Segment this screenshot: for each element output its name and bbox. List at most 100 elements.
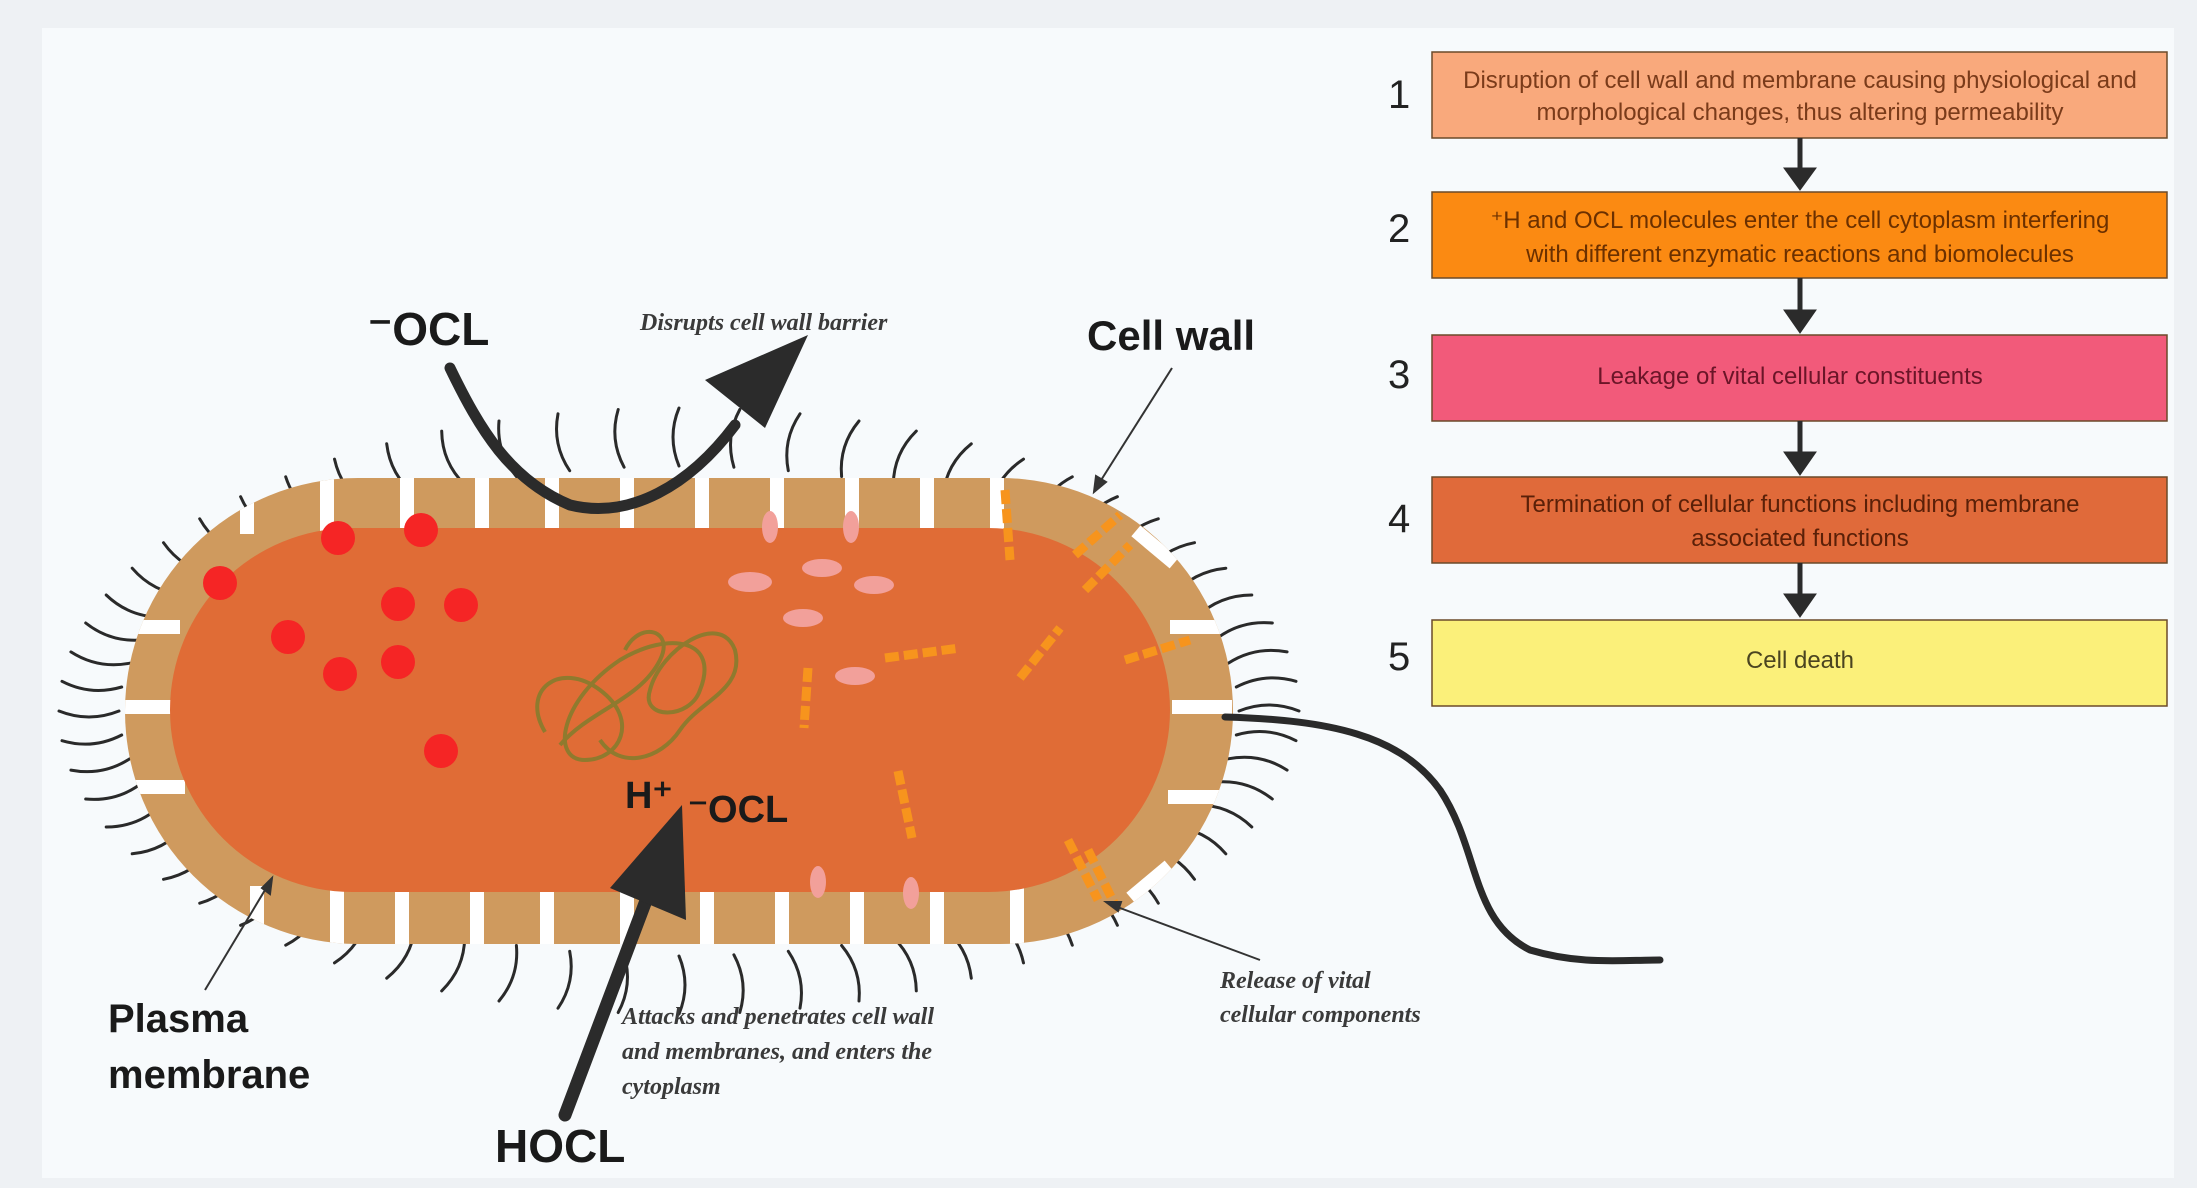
wall-pore-bottom: [470, 886, 484, 950]
wall-pore-right: [1170, 620, 1230, 634]
pilus: [1215, 623, 1272, 640]
step-3-text: Leakage of vital cellular constituents: [1597, 363, 1983, 390]
wall-pore-bottom: [700, 886, 714, 950]
red-molecule: [444, 588, 478, 622]
pilus: [1239, 705, 1299, 711]
pilus: [787, 414, 800, 471]
wall-pore-bottom: [395, 886, 409, 950]
ocl-curved-arrow-head: [705, 335, 808, 428]
pilus: [557, 414, 570, 471]
attacks-annotation-line2: and membranes, and enters the: [622, 1039, 932, 1065]
red-molecule: [323, 657, 357, 691]
pilus: [893, 431, 916, 485]
orange-rod: [804, 668, 808, 728]
wall-pore-top: [920, 470, 934, 534]
wall-pore-bottom: [850, 886, 864, 950]
wall-pore-right: [1172, 700, 1232, 714]
pilus: [86, 782, 143, 799]
flagellum: [1225, 717, 1660, 961]
pilus: [615, 410, 624, 468]
vesicle: [783, 609, 823, 627]
wall-pore-bottom: [930, 886, 944, 950]
red-molecule: [381, 587, 415, 621]
pilus: [1215, 782, 1272, 799]
disrupts-annotation: Disrupts cell wall barrier: [639, 310, 888, 336]
red-molecule: [404, 513, 438, 547]
step-2-text-line2: with different enzymatic reactions and b…: [1525, 241, 2074, 268]
ocl-inner-label: ⁻OCL: [688, 789, 788, 831]
attacks-annotation-line1: Attacks and penetrates cell wall: [620, 1004, 934, 1030]
step-4-text-line1: Termination of cellular functions includ…: [1521, 491, 2080, 518]
wall-pore-top: [475, 470, 489, 534]
plasma-membrane-label-line1: Plasma: [108, 997, 249, 1041]
h-plus-label: H⁺: [625, 775, 673, 817]
red-molecule: [321, 521, 355, 555]
wall-pore-bottom: [330, 886, 344, 950]
wall-pore-right: [1168, 790, 1228, 804]
pilus: [62, 681, 122, 690]
step-1-text-line2: morphological changes, thus altering per…: [1537, 99, 2064, 126]
pilus: [842, 946, 860, 1002]
step-3-number: 3: [1388, 353, 1410, 397]
vesicle: [843, 511, 859, 543]
pilus: [442, 431, 465, 485]
process-flowchart: 1 Disruption of cell wall and membrane c…: [1388, 52, 2167, 706]
pilus: [86, 623, 143, 640]
release-annotation-line1: Release of vital: [1219, 968, 1371, 994]
release-pointer: [1112, 905, 1260, 960]
pilus: [71, 759, 130, 772]
flow-arrow-2-3-head: [1784, 310, 1816, 333]
wall-pore-bottom: [540, 886, 554, 950]
cell-wall-label: Cell wall: [1087, 312, 1255, 359]
vesicle: [762, 511, 778, 543]
wall-pore-left: [118, 700, 178, 714]
pilus: [1236, 732, 1296, 741]
vesicle: [835, 667, 875, 685]
red-molecule: [271, 620, 305, 654]
flow-step-1: 1 Disruption of cell wall and membrane c…: [1388, 52, 2167, 138]
step-2-text-line1: ⁺H and OCL molecules enter the cell cyto…: [1491, 207, 2110, 234]
wall-pore-bottom: [1010, 886, 1024, 950]
wall-pore-left: [120, 620, 180, 634]
release-annotation-line2: cellular components: [1220, 1002, 1421, 1028]
vesicle: [802, 559, 842, 577]
red-molecule: [203, 566, 237, 600]
vesicle: [728, 572, 772, 592]
pilus: [731, 410, 740, 468]
red-molecule: [381, 645, 415, 679]
red-molecule: [424, 734, 458, 768]
pilus: [1228, 757, 1287, 770]
wall-pore-bottom: [775, 886, 789, 950]
hocl-label: HOCL: [495, 1120, 625, 1172]
cell-wall-pointer-head: [1094, 476, 1106, 492]
flow-arrow-4-5-head: [1784, 594, 1816, 617]
pilus: [442, 937, 465, 991]
flow-arrow-1-2-head: [1784, 168, 1816, 190]
step-4-text-line2: associated functions: [1691, 525, 1908, 552]
pilus: [62, 735, 122, 744]
ocl-top-label: ⁻OCL: [368, 303, 489, 355]
pilus: [673, 408, 679, 466]
wall-pore-top: [695, 470, 709, 534]
plasma-membrane-label-line2: membrane: [108, 1053, 310, 1097]
step-1-number: 1: [1388, 73, 1410, 117]
step-4-number: 4: [1388, 497, 1410, 541]
flow-arrow-3-4-head: [1784, 452, 1816, 475]
pilus: [71, 652, 130, 665]
vesicle: [903, 877, 919, 909]
step-1-text-line1: Disruption of cell wall and membrane cau…: [1463, 67, 2137, 94]
vesicle: [854, 576, 894, 594]
flow-step-3: 3 Leakage of vital cellular constituents: [1388, 335, 2167, 421]
flow-step-5: 5 Cell death: [1388, 620, 2167, 706]
pilus: [1228, 650, 1287, 663]
attacks-annotation-line3: cytoplasm: [622, 1074, 721, 1100]
pilus: [893, 937, 916, 991]
vesicle: [810, 866, 826, 898]
pilus: [1236, 678, 1296, 687]
flow-step-4: 4 Termination of cellular functions incl…: [1388, 477, 2167, 563]
pilus: [558, 951, 571, 1008]
step-5-text: Cell death: [1746, 647, 1854, 674]
step-2-number: 2: [1388, 207, 1410, 251]
